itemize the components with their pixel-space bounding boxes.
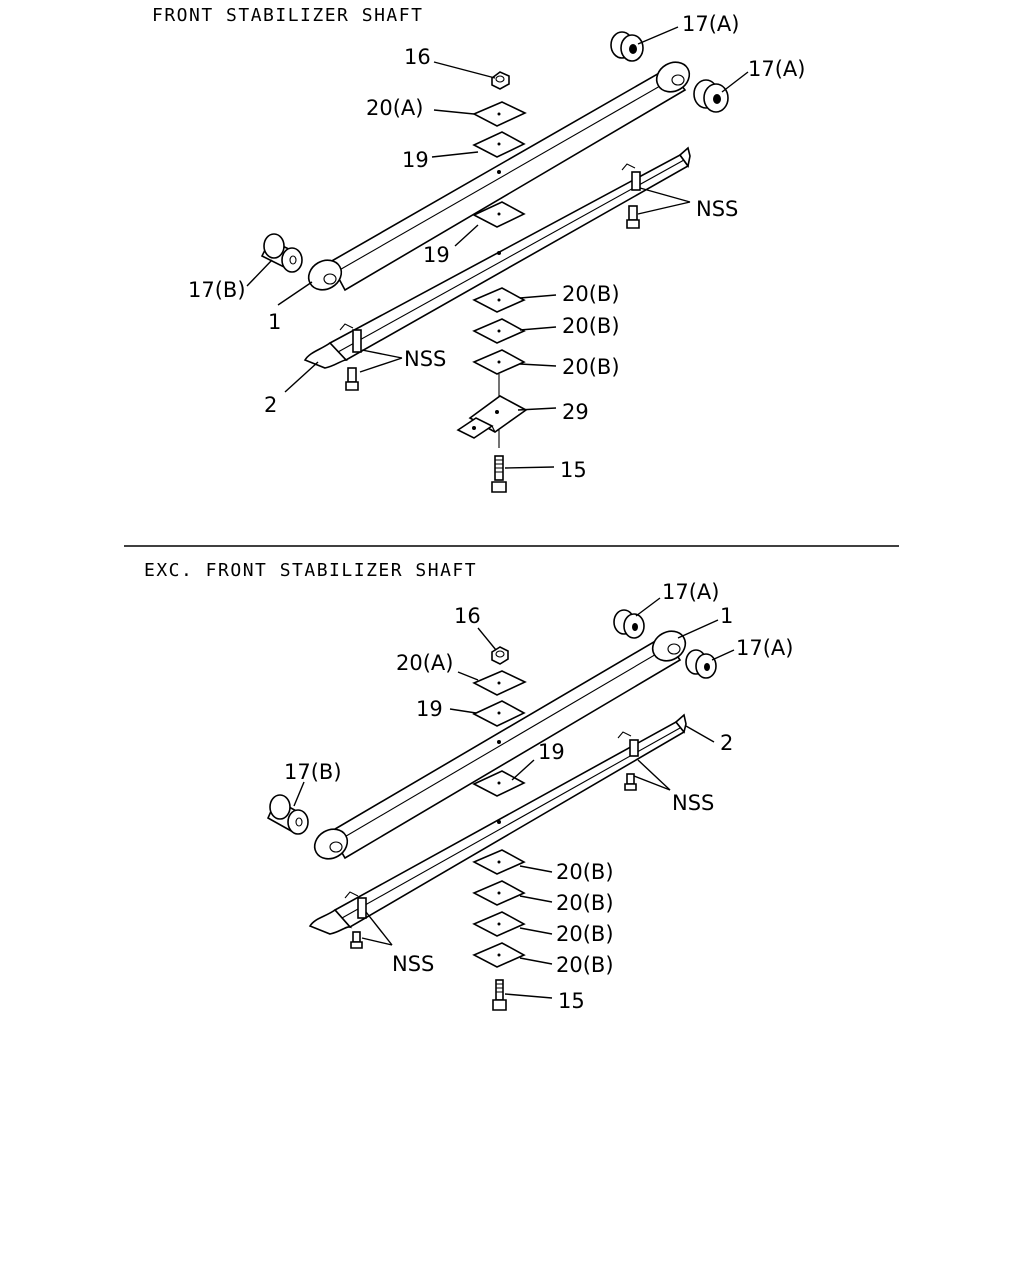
bolt-15 (491, 455, 507, 493)
nss-bolt (624, 773, 637, 791)
label-20b: 20(B) (556, 860, 614, 884)
nss-bolt (350, 931, 363, 949)
section-exc-front-stabilizer: EXC. FRONT STABILIZER SHAFT (144, 560, 793, 1013)
section-title: EXC. FRONT STABILIZER SHAFT (144, 560, 477, 581)
label-19: 19 (416, 697, 443, 721)
leaf-spring-main (307, 61, 691, 292)
section-title: FRONT STABILIZER SHAFT (152, 5, 423, 26)
label-29: 29 (562, 400, 589, 424)
label-20b: 20(B) (556, 953, 614, 977)
label-2: 2 (720, 731, 733, 755)
bracket-29 (456, 395, 528, 439)
label-17b: 17(B) (188, 278, 246, 302)
label-nss: NSS (696, 197, 738, 221)
label-nss: NSS (392, 952, 434, 976)
nut-16 (491, 646, 509, 665)
nss-bolt (626, 205, 640, 229)
label-17a: 17(A) (662, 580, 719, 604)
label-2: 2 (264, 393, 277, 417)
label-20b: 20(B) (562, 355, 620, 379)
label-17a: 17(A) (682, 12, 739, 36)
label-20b: 20(B) (556, 922, 614, 946)
label-nss: NSS (404, 347, 446, 371)
label-15: 15 (558, 989, 585, 1013)
leaf-spring-second (308, 713, 687, 935)
bushing-17b (260, 233, 303, 273)
bushing-17a-top (613, 609, 645, 639)
leaf-spring-main (313, 630, 687, 860)
leader-lines (293, 597, 735, 999)
label-16: 16 (404, 45, 431, 69)
label-19: 19 (402, 148, 429, 172)
bolt-15 (492, 979, 507, 1011)
section-front-stabilizer: FRONT STABILIZER SHAFT (152, 5, 805, 493)
label-15: 15 (560, 458, 587, 482)
label-17b: 17(B) (284, 760, 342, 784)
label-19: 19 (423, 243, 450, 267)
bushing-17a-right (693, 79, 729, 113)
label-nss: NSS (672, 791, 714, 815)
label-1: 1 (268, 310, 281, 334)
nut-16 (491, 71, 510, 90)
bushing-17a-right (685, 649, 717, 679)
bushing-17a-top (610, 31, 644, 62)
nss-bolt (345, 367, 359, 391)
label-20b: 20(B) (556, 891, 614, 915)
label-20b: 20(B) (562, 314, 620, 338)
leader-lines (246, 26, 749, 469)
label-1: 1 (720, 604, 733, 628)
label-19: 19 (538, 740, 565, 764)
label-20a: 20(A) (396, 651, 453, 675)
bushing-17b (266, 794, 309, 835)
label-17a: 17(A) (736, 636, 793, 660)
label-16: 16 (454, 604, 481, 628)
label-20b: 20(B) (562, 282, 620, 306)
label-20a: 20(A) (366, 96, 423, 120)
leaf-spring-second (303, 146, 691, 369)
label-17a: 17(A) (748, 57, 805, 81)
